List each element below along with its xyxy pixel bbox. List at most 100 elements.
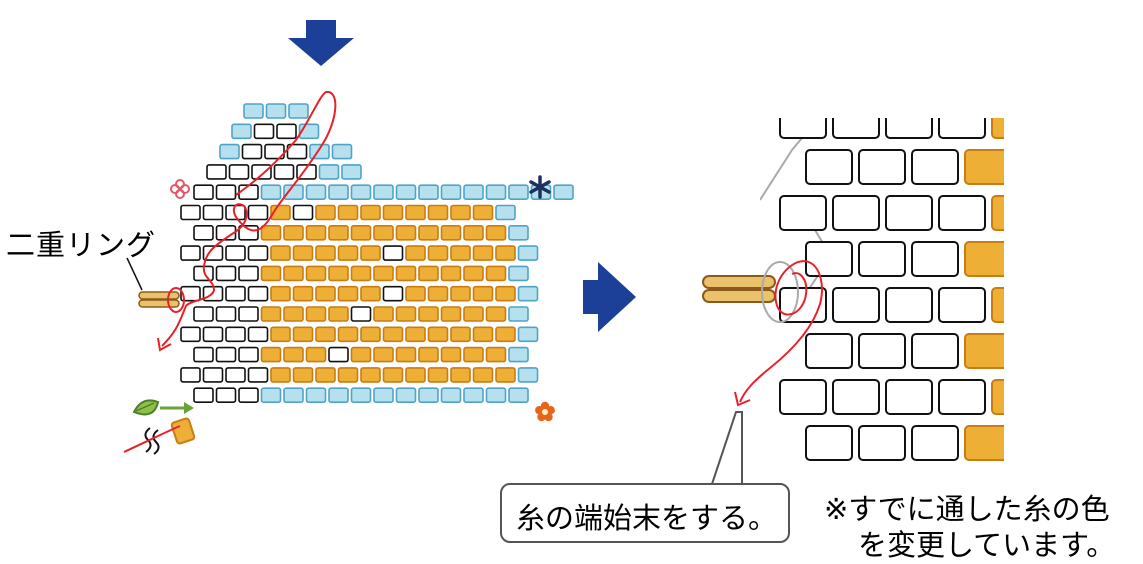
bead [309,143,330,160]
bead [331,143,353,160]
bead [440,346,462,363]
bead [288,103,309,119]
bead [405,367,426,383]
bead [215,265,237,282]
bead [315,204,336,221]
bead [315,367,336,383]
bead [180,367,201,383]
bead [405,245,426,261]
bead [283,387,304,404]
bead [485,387,507,404]
bead [373,346,394,363]
ring-label-leader [126,257,143,291]
bead [337,285,359,302]
bead [328,265,349,282]
bead [283,346,304,363]
bead [427,204,449,221]
bead [885,379,933,415]
bead [193,225,214,241]
bead [858,241,906,277]
bead [260,225,282,241]
bead [360,367,381,383]
bead [247,326,269,343]
bead [779,118,827,139]
note-line-2: を変更しています。 [858,528,1116,562]
bead [964,241,1004,277]
bead [260,346,282,363]
bead [991,118,1004,139]
bead [485,225,507,241]
bead [440,225,462,241]
bead [265,103,287,119]
bead [180,204,201,221]
double-ring-left [138,287,185,313]
bead [283,265,304,282]
bead [360,204,381,221]
bead [276,123,297,140]
bead [495,245,516,261]
bead [463,225,484,241]
ring-label: 二重リング [6,228,157,262]
bead [805,149,853,185]
bead [885,118,933,139]
bead [418,225,439,241]
bead [202,326,224,343]
bead [805,241,853,277]
bead [517,285,539,302]
bead [373,387,394,404]
bead [215,387,237,404]
bead [485,346,507,363]
bead [858,149,906,185]
bead [225,245,246,261]
bead [463,306,484,322]
bead [247,245,269,261]
bead [193,346,214,363]
bead [373,225,394,241]
bead [508,346,529,363]
bead [241,143,263,160]
bead [450,326,471,343]
bead [260,306,282,322]
bead [315,245,336,261]
bead [315,285,336,302]
double-ring-right [702,261,799,323]
bead [495,285,516,302]
bead [405,204,426,221]
bead [427,326,449,343]
bead [328,225,349,241]
thread-path-left [123,91,337,453]
bead [328,184,349,200]
bead [395,184,417,200]
bead [350,346,372,363]
bead [517,326,539,343]
bead [260,184,282,200]
bead [350,265,372,282]
bead [517,367,539,383]
bead [360,326,381,343]
bead [251,164,272,180]
bead [395,225,417,241]
bead [858,425,906,461]
bead [517,245,539,261]
bead [270,326,291,343]
pink-flower-icon [170,179,190,199]
bead [238,265,259,282]
bead [463,265,484,282]
bead [225,326,246,343]
bead [337,245,359,261]
bead [382,245,404,261]
bead [418,306,439,322]
bead [270,367,291,383]
asterisk-icon [529,175,551,199]
bead [219,143,240,160]
bead [395,265,417,282]
bead [243,103,264,119]
bead [964,149,1004,185]
bead [202,204,224,221]
bead [305,346,327,363]
bead [247,204,269,221]
bead [231,123,252,140]
bead [450,245,471,261]
bead [382,285,404,302]
